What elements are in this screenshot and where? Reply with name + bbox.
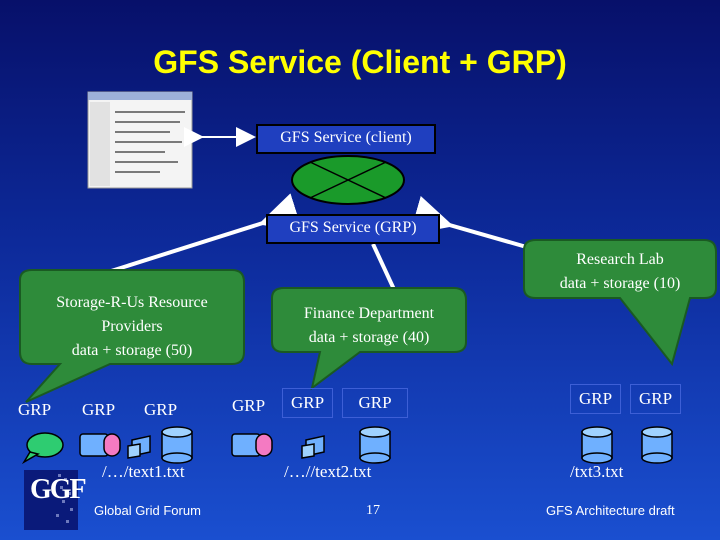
client-screenshot-thumbnail [87,91,193,189]
grp-label-3: GRP [144,400,178,419]
callout-storage-line1: Storage-R-Us Resource [56,294,208,311]
tape-icon-2 [231,433,273,457]
disk-icon-2 [359,426,391,464]
ggf-logo [24,470,78,530]
grp-label-7: GRP [570,384,622,414]
footer-left: Global Grid Forum [94,503,201,518]
callout-finance-line2: data + storage (40) [308,329,430,346]
chat-bubble-icon [21,432,64,465]
grp-label-8: GRP [630,384,682,414]
gfs-client-box: GFS Service (client) [256,124,436,154]
callout-finance: Finance Department data + storage (40) [272,302,466,350]
folder-icon-1 [127,435,151,459]
ggf-logo-text: GGF [30,474,87,505]
disk-icon-4 [641,426,673,464]
grp-label-2: GRP [82,400,116,419]
grp-label-1: GRP [18,400,52,419]
callout-storage-line3: data + storage (50) [71,342,193,359]
page-title: GFS Service (Client + GRP) [153,44,567,80]
callout-storage-line2: Providers [101,318,163,335]
callout-research-shape [523,239,717,367]
gfs-service-ellipse [291,155,405,205]
page-number: 17 [366,503,380,518]
grp-label-5: GRP [282,388,334,418]
arrow-grp-research [409,195,531,250]
callout-research-line2: data + storage (10) [559,275,681,292]
path-text1: /…/text1.txt [102,462,185,481]
disk-icon-3 [581,426,613,464]
gfs-grp-box: GFS Service (GRP) [266,214,440,244]
path-text3: /txt3.txt [570,462,624,481]
grp-label-6: GRP [342,388,408,418]
folder-icon-2 [301,435,325,459]
tape-icon-1 [79,433,121,457]
arrow-grp-storage [107,193,303,274]
path-text2: /…//text2.txt [284,462,372,481]
disk-icon-1 [161,426,193,464]
callout-research: Research Lab data + storage (10) [524,248,716,296]
callout-research-line1: Research Lab [576,251,664,268]
callout-storage: Storage-R-Us Resource Providers data + s… [20,291,244,363]
callout-finance-line1: Finance Department [303,305,435,322]
grp-label-4: GRP [232,396,266,415]
callout-finance-shape [271,287,467,391]
footer-right: GFS Architecture draft [546,503,675,518]
callout-storage-shape [19,269,245,403]
